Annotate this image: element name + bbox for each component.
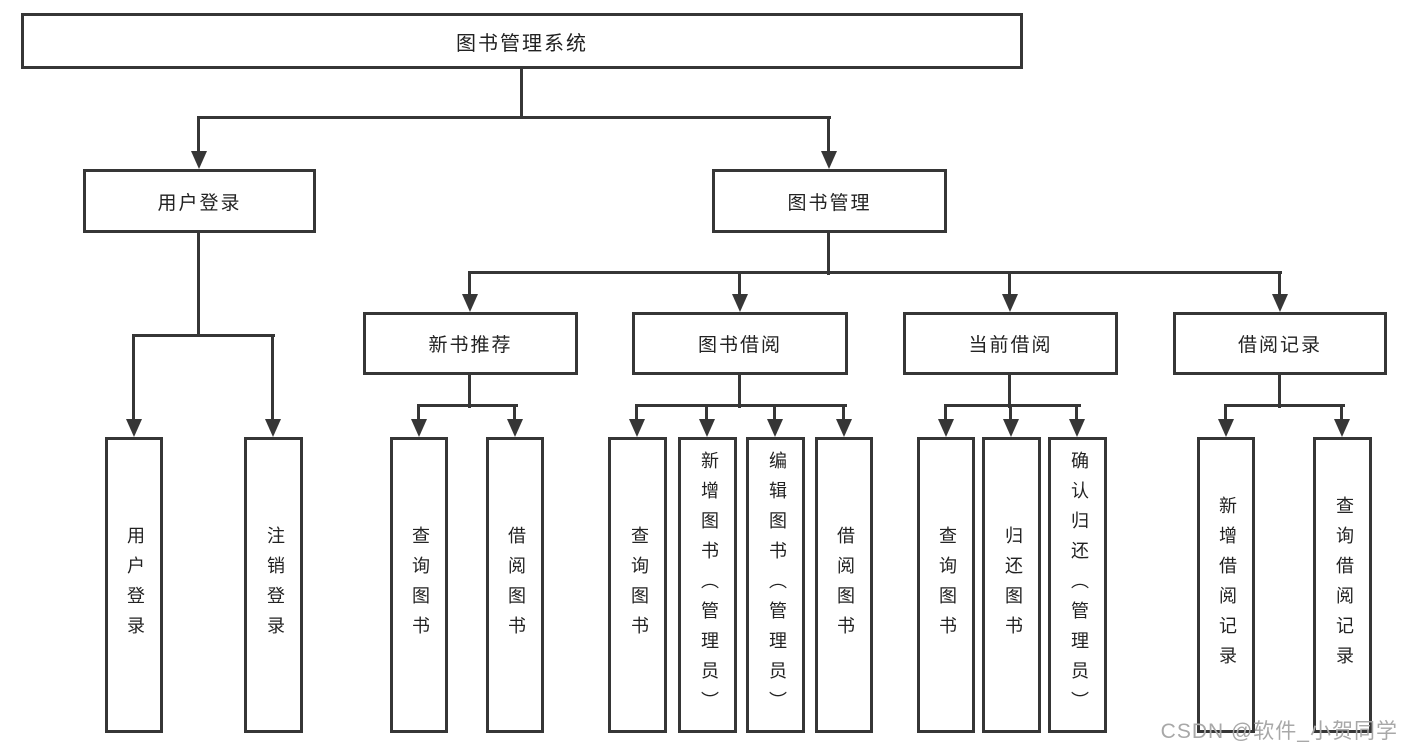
connector-line [1224, 404, 1227, 422]
connector-arrow [938, 419, 954, 437]
connector-line [513, 404, 516, 422]
connector-arrow [1003, 419, 1019, 437]
connector-line [197, 116, 831, 119]
connector-line [468, 271, 471, 298]
connector-line [773, 404, 776, 422]
connector-line [944, 404, 1081, 407]
connector-line [1224, 404, 1345, 407]
connector-arrow [1272, 294, 1288, 312]
connector-arrow [265, 419, 281, 437]
connector-arrow [767, 419, 783, 437]
connector-line [197, 116, 200, 153]
connector-arrow [1334, 419, 1350, 437]
leaf-borrow-books: 借阅图书 [815, 437, 873, 733]
connector-arrow [1218, 419, 1234, 437]
leaf-query-books-recommend: 查询图书 [390, 437, 448, 733]
node-borrowing-records: 借阅记录 [1173, 312, 1387, 375]
connector-line [1009, 404, 1012, 422]
connector-line [132, 334, 135, 423]
connector-arrow [836, 419, 852, 437]
connector-arrow [411, 419, 427, 437]
connector-arrow [629, 419, 645, 437]
connector-arrow [126, 419, 142, 437]
connector-arrow [821, 151, 837, 169]
connector-line [1075, 404, 1078, 422]
connector-line [520, 69, 523, 118]
connector-line [468, 271, 1282, 274]
leaf-logout: 注销登录 [244, 437, 303, 733]
connector-arrow [1002, 294, 1018, 312]
connector-line [132, 334, 275, 337]
connector-arrow [732, 294, 748, 312]
connector-line [827, 233, 830, 275]
leaf-borrow-books-recommend: 借阅图书 [486, 437, 544, 733]
connector-line [417, 404, 420, 422]
connector-arrow [699, 419, 715, 437]
connector-line [738, 271, 741, 298]
connector-line [738, 375, 741, 408]
csdn-watermark: CSDN @软件_小贺同学 [1160, 720, 1398, 743]
connector-line [705, 404, 708, 422]
connector-line [842, 404, 845, 422]
connector-line [1278, 271, 1281, 298]
connector-arrow [191, 151, 207, 169]
connector-line [944, 404, 947, 422]
node-book-borrowing: 图书借阅 [632, 312, 848, 375]
leaf-query-books-current: 查询图书 [917, 437, 975, 733]
connector-line [197, 233, 200, 336]
connector-line [1008, 375, 1011, 408]
connector-line [1008, 271, 1011, 298]
node-current-borrowing: 当前借阅 [903, 312, 1118, 375]
node-new-book-recommendation: 新书推荐 [363, 312, 578, 375]
connector-line [635, 404, 638, 422]
node-library-management-system: 图书管理系统 [21, 13, 1023, 69]
leaf-query-books-borrowing: 查询图书 [608, 437, 667, 733]
leaf-add-books-admin: 新增图书（管理员） [678, 437, 737, 733]
node-user-login: 用户登录 [83, 169, 316, 233]
connector-line [417, 404, 518, 407]
connector-line [468, 375, 471, 408]
connector-line [1278, 375, 1281, 408]
connector-arrow [1069, 419, 1085, 437]
leaf-add-borrow-record: 新增借阅记录 [1197, 437, 1255, 733]
connector-arrow [507, 419, 523, 437]
connector-line [635, 404, 847, 407]
connector-line [1340, 404, 1343, 422]
leaf-user-login: 用户登录 [105, 437, 163, 733]
leaf-query-borrow-record: 查询借阅记录 [1313, 437, 1372, 733]
connector-line [827, 116, 830, 153]
node-book-management: 图书管理 [712, 169, 947, 233]
leaf-edit-books-admin: 编辑图书（管理员） [746, 437, 805, 733]
leaf-confirm-return-admin: 确认归还（管理员） [1048, 437, 1107, 733]
connector-line [271, 334, 274, 423]
leaf-return-books: 归还图书 [982, 437, 1041, 733]
connector-arrow [462, 294, 478, 312]
